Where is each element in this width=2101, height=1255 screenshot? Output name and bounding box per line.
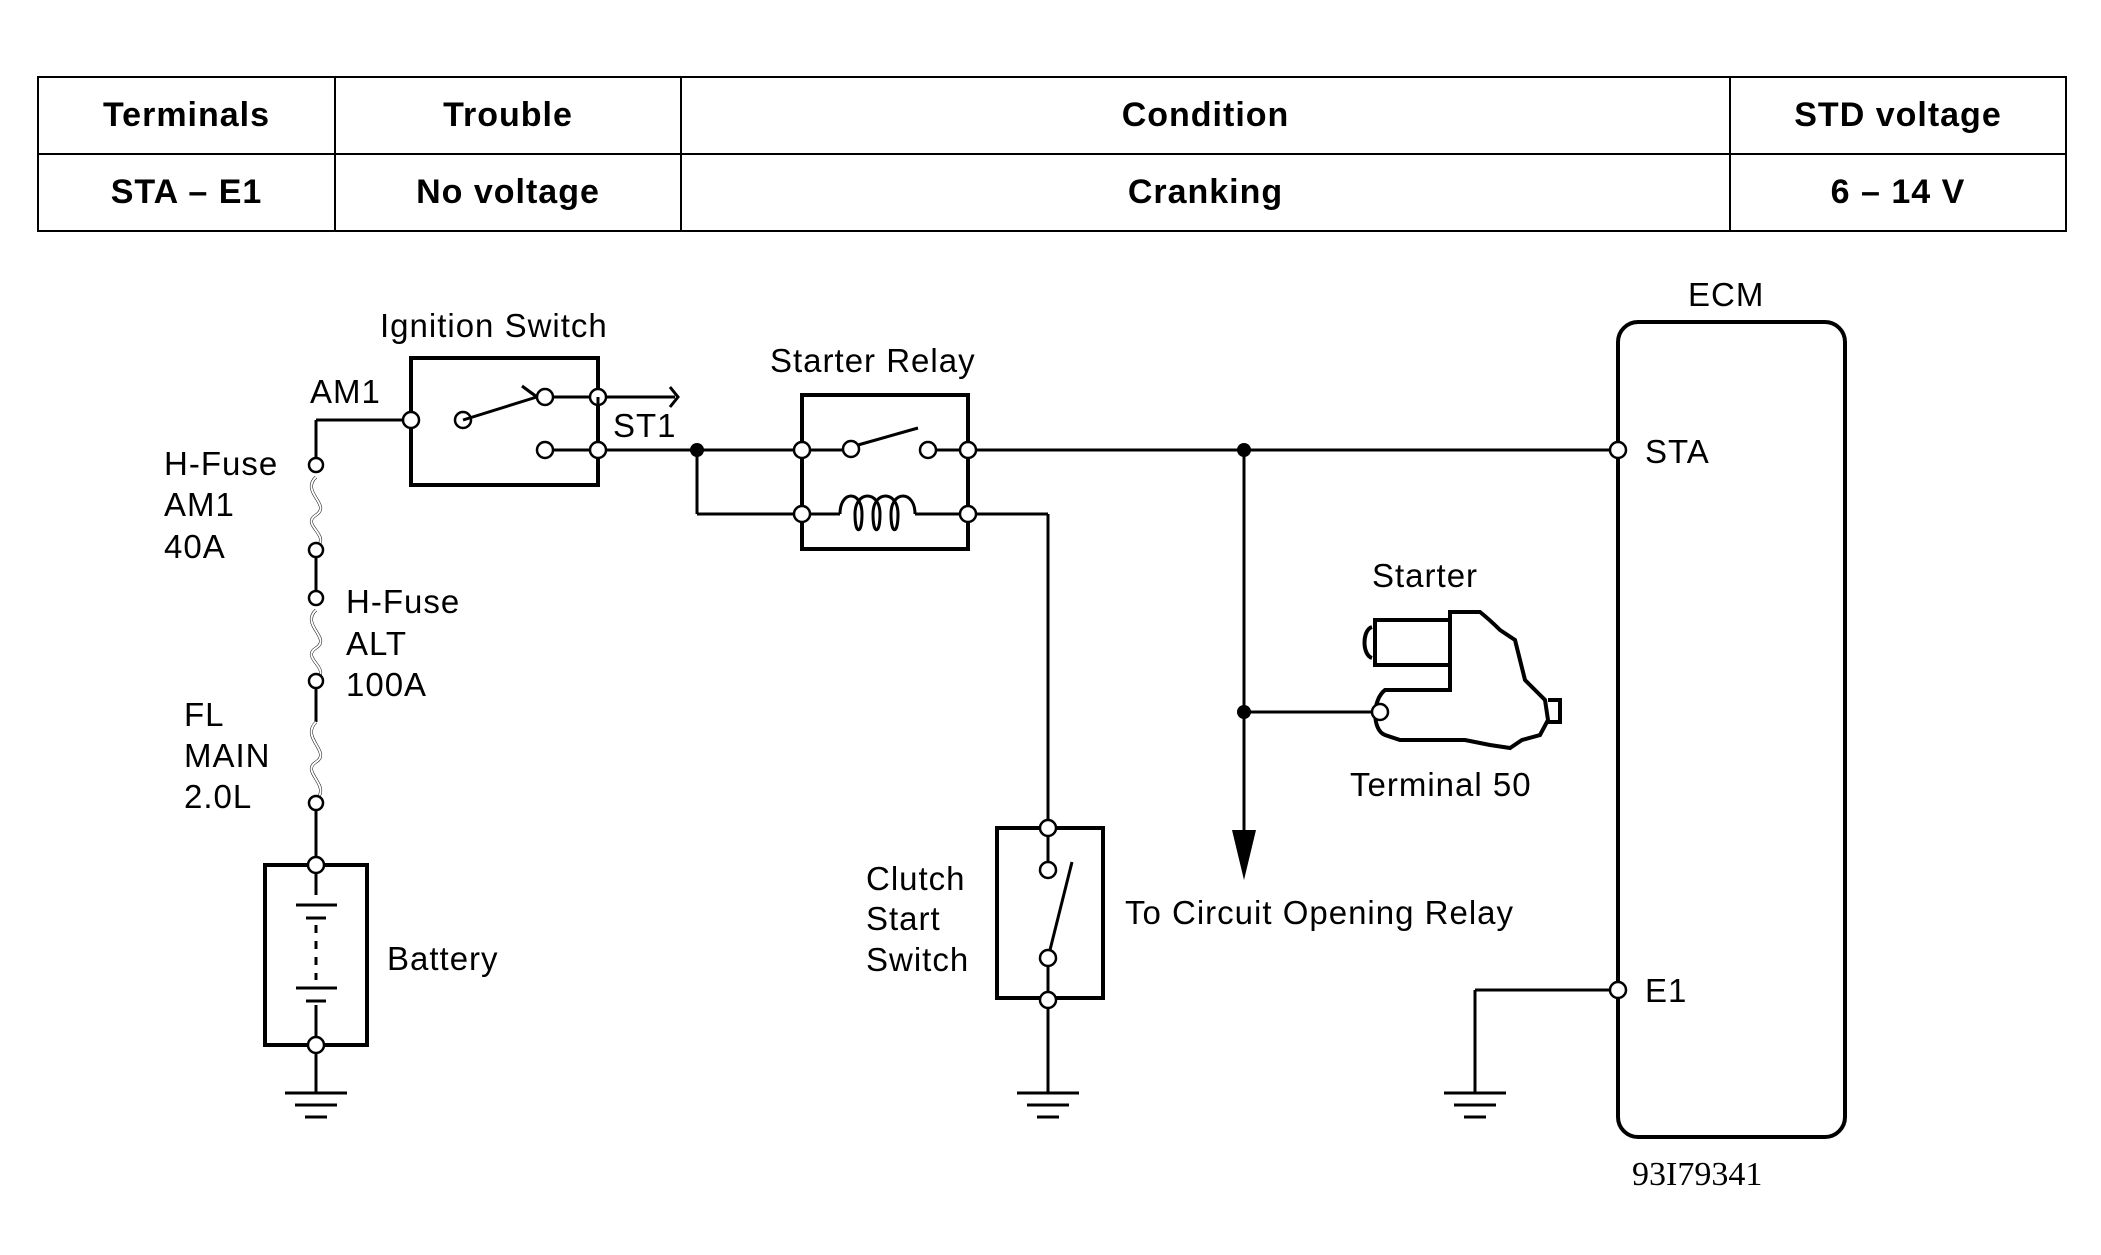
hfuse-alt-label-line2: ALT [346, 625, 407, 662]
spec-table: Terminals Trouble Condition STD voltage … [37, 76, 2067, 232]
cell-std-voltage: 6 – 14 V [1729, 153, 2067, 232]
cell-terminals: STA – E1 [37, 153, 336, 232]
st1-label: ST1 [613, 407, 677, 444]
spec-table-row: STA – E1 No voltage Cranking 6 – 14 V [37, 153, 2067, 232]
clutch-start-switch-symbol [995, 818, 1105, 1010]
figure-code: 93I79341 [1632, 1156, 1762, 1193]
ground-symbol-battery [285, 1091, 347, 1119]
fl-main-label-line2: MAIN [184, 737, 271, 774]
clutch-start-switch-label-line2: Start [866, 900, 941, 937]
circuit-opening-relay-label: To Circuit Opening Relay [1125, 894, 1514, 931]
am1-label: AM1 [310, 373, 381, 410]
battery-symbol [263, 855, 369, 1055]
clutch-start-switch-label-line1: Clutch [866, 860, 966, 897]
starter-relay-symbol [792, 393, 978, 551]
hfuse-am1-symbol [307, 456, 325, 559]
header-condition: Condition [680, 76, 1731, 155]
hfuse-alt-symbol [307, 589, 325, 690]
clutch-switch-wiring [976, 512, 1050, 1093]
header-trouble: Trouble [334, 76, 682, 155]
ground-symbol-ecm [1444, 1091, 1506, 1119]
sta-terminal-label: STA [1645, 433, 1710, 470]
terminal-50-label: Terminal 50 [1350, 766, 1532, 803]
clutch-start-switch-label-line3: Switch [866, 941, 969, 978]
hfuse-alt-label-line1: H-Fuse [346, 583, 460, 620]
sta-wiring [976, 443, 1618, 880]
starter-relay-label: Starter Relay [770, 342, 976, 379]
spec-table-header-row: Terminals Trouble Condition STD voltage [37, 76, 2067, 155]
fl-main-label-line3: 2.0L [184, 778, 252, 815]
ecm-box [1608, 320, 1847, 1139]
e1-terminal-label: E1 [1645, 972, 1687, 1009]
hfuse-am1-label-line1: H-Fuse [164, 445, 278, 482]
st1-wiring [606, 443, 802, 516]
header-std-voltage: STD voltage [1729, 76, 2067, 155]
cell-trouble: No voltage [334, 153, 682, 232]
ecm-label: ECM [1688, 276, 1764, 313]
starter-motor-symbol [1362, 610, 1562, 751]
ecm-ground-wiring [1473, 988, 1610, 1093]
battery-label: Battery [387, 940, 499, 977]
battery-supply-wiring [314, 418, 411, 1093]
fusible-link-main-symbol [307, 720, 325, 812]
cell-condition: Cranking [680, 153, 1731, 232]
fl-main-label-line1: FL [184, 696, 225, 733]
ground-symbol-clutch [1017, 1091, 1079, 1119]
ignition-switch-label: Ignition Switch [380, 307, 608, 344]
hfuse-alt-label-line3: 100A [346, 666, 427, 703]
hfuse-am1-label-line3: 40A [164, 528, 226, 565]
starter-label: Starter [1372, 557, 1478, 594]
header-terminals: Terminals [37, 76, 336, 155]
ignition-switch-symbol [401, 356, 680, 487]
hfuse-am1-label-line2: AM1 [164, 486, 235, 523]
